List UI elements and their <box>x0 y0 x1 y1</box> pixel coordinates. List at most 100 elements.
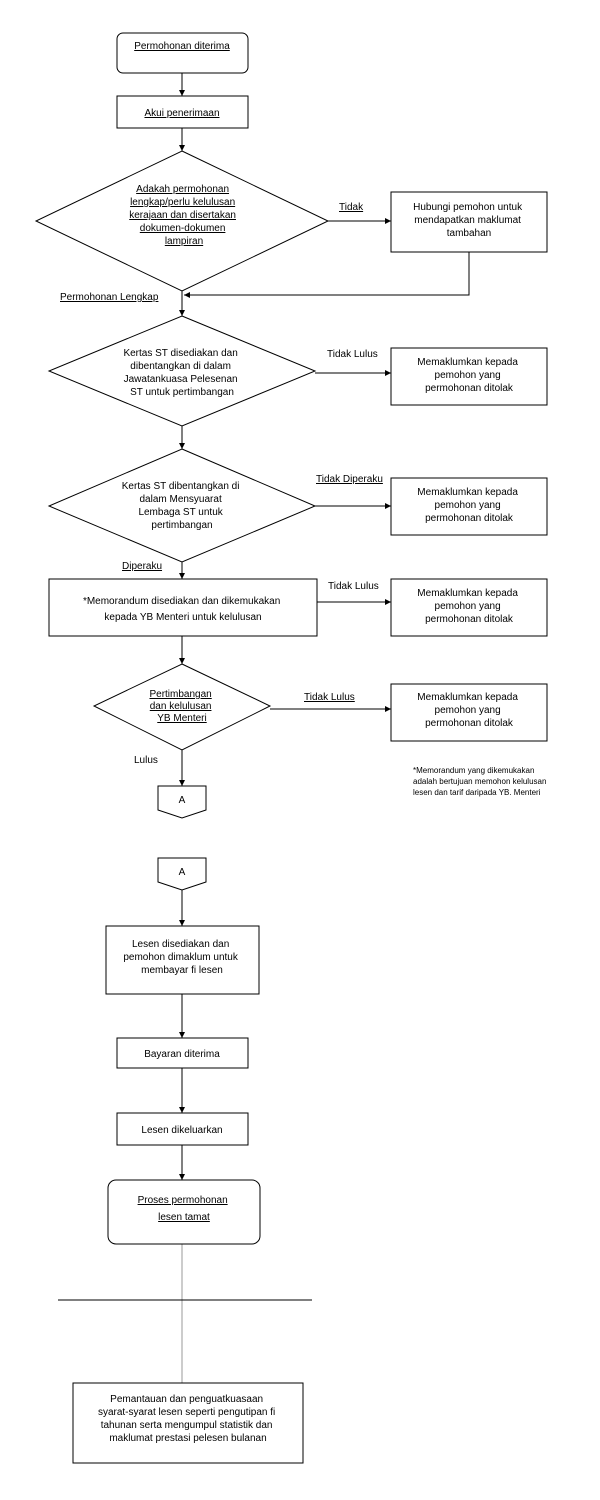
d4-text-line: Pertimbangan <box>149 689 211 700</box>
reject-box-4 <box>390 683 548 742</box>
d3-text-line: Lembaga ST untuk <box>138 507 223 518</box>
memo-box <box>48 578 318 637</box>
memo-text-line: kepada YB Menteri untuk kelulusan <box>104 612 261 623</box>
memo-text: *Memorandum disediakan dan dikemukakan k… <box>83 596 283 623</box>
reject-text-4: Memaklumkan kepada pemohon yang permohon… <box>417 692 520 729</box>
reject-box-1 <box>390 347 548 406</box>
license-box <box>105 925 260 995</box>
end-text: Proses permohonan lesen tamat <box>138 1195 231 1223</box>
reject-text-3: Memaklumkan kepada pemohon yang permohon… <box>417 588 520 625</box>
contact-text-line: mendapatkan maklumat <box>414 215 521 226</box>
shapes <box>34 32 548 1464</box>
issued-box <box>116 1112 249 1146</box>
ack-text-line: Akui penerimaan <box>144 108 219 119</box>
edge-labels: Tidak Permohonan Lengkap Tidak Lulus Tid… <box>60 202 383 766</box>
monitoring-text-line: maklumat prestasi pelesen bulanan <box>109 1433 266 1444</box>
reject-text-line: pemohon yang <box>435 705 501 716</box>
d4-text: Pertimbangan dan kelulusan YB Menteri <box>149 689 214 724</box>
payment-text-line: Bayaran diterima <box>144 1049 220 1060</box>
arrow-contact-return <box>184 252 470 298</box>
label-permohonan-lengkap: Permohonan Lengkap <box>60 292 159 303</box>
offpage-connector-1 <box>157 785 207 819</box>
reject-text-line: pemohon yang <box>435 370 501 381</box>
ack-box <box>116 95 249 129</box>
memo-footnote: *Memorandum yang dikemukakan adalah bert… <box>413 766 549 797</box>
footnote-line: lesen dan tarif daripada YB. Menteri <box>413 788 541 797</box>
d4-text-line: dan kelulusan <box>150 701 212 712</box>
license-text-line: pemohon dimaklum untuk <box>123 952 239 963</box>
payment-box <box>116 1037 249 1069</box>
reject-text-line: permohonan ditolak <box>425 614 514 625</box>
end-text-line: lesen tamat <box>158 1212 210 1223</box>
reject-text-line: Memaklumkan kepada <box>417 487 518 498</box>
reject-text-line: permohonan ditolak <box>425 513 514 524</box>
label-tidak-diperaku: Tidak Diperaku <box>316 474 383 485</box>
contact-box <box>390 191 548 253</box>
node-texts: Permohonan diterima Akui penerimaan Adak… <box>83 41 525 1444</box>
contact-text-line: tambahan <box>447 228 491 239</box>
monitoring-text-line: Pemantauan dan penguatkuasaan <box>110 1394 263 1405</box>
d1-text-line: lampiran <box>165 236 203 247</box>
label-lulus: Lulus <box>134 755 158 766</box>
connector-text-2: A <box>179 867 186 878</box>
decision-committee <box>47 315 317 427</box>
issued-text: Lesen dikeluarkan <box>141 1125 222 1136</box>
footnote-line: adalah bertujuan memohon kelulusan <box>413 777 546 786</box>
monitoring-text-line: tahunan serta mengumpul statistik dan <box>101 1420 273 1431</box>
license-text-line: membayar fi lesen <box>141 965 223 976</box>
decision-complete <box>34 150 330 292</box>
reject-text-line: Memaklumkan kepada <box>417 357 518 368</box>
offpage-connector-2 <box>157 857 207 891</box>
license-text: Lesen disediakan dan pemohon dimaklum un… <box>123 939 240 976</box>
reject-text-line: permohonan ditolak <box>425 383 514 394</box>
label-diperaku: Diperaku <box>122 561 162 572</box>
reject-text-2: Memaklumkan kepada pemohon yang permohon… <box>417 487 520 524</box>
decision-minister <box>92 663 272 751</box>
reject-text-line: pemohon yang <box>435 500 501 511</box>
issued-text-line: Lesen dikeluarkan <box>141 1125 222 1136</box>
footnote-line: *Memorandum yang dikemukakan <box>413 766 534 775</box>
contact-text-line: Hubungi pemohon untuk <box>413 202 523 213</box>
d2-text-line: Kertas ST disediakan dan <box>123 348 237 359</box>
d3-text-line: pertimbangan <box>151 520 212 531</box>
d3-text: Kertas ST dibentangkan di dalam Mensyuar… <box>122 481 242 531</box>
monitoring-box <box>72 1382 304 1464</box>
end-terminator <box>107 1179 261 1245</box>
reject-text-line: permohonan ditolak <box>425 718 514 729</box>
ack-text: Akui penerimaan <box>144 108 219 119</box>
d1-text: Adakah permohonan lengkap/perlu kelulusa… <box>129 184 239 247</box>
d1-text-line: Adakah permohonan <box>136 184 229 195</box>
d1-text-line: dokumen-dokumen <box>140 223 226 234</box>
connector-label: A <box>179 867 186 878</box>
reject-text-1: Memaklumkan kepada pemohon yang permohon… <box>417 357 520 394</box>
payment-text: Bayaran diterima <box>144 1049 220 1060</box>
connectors <box>58 73 470 1383</box>
d2-text-line: Jawatankuasa Pelesenan <box>124 374 238 385</box>
connector-label: A <box>179 795 186 806</box>
decision-board <box>47 448 317 563</box>
monitoring-text: Pemantauan dan penguatkuasaan syarat-sya… <box>98 1394 278 1444</box>
d2-text: Kertas ST disediakan dan dibentangkan di… <box>123 348 240 398</box>
end-text-line: Proses permohonan <box>138 1195 228 1206</box>
d2-text-line: dibentangkan di dalam <box>130 361 231 372</box>
reject-box-3 <box>390 578 548 637</box>
reject-box-2 <box>390 477 548 536</box>
start-terminator <box>116 32 249 74</box>
d1-text-line: lengkap/perlu kelulusan <box>130 197 235 208</box>
start-text: Permohonan diterima <box>134 41 230 52</box>
d1-text-line: kerajaan dan disertakan <box>129 210 236 221</box>
contact-text: Hubungi pemohon untuk mendapatkan maklum… <box>413 202 525 239</box>
license-text-line: Lesen disediakan dan <box>132 939 229 950</box>
d3-text-line: Kertas ST dibentangkan di <box>122 481 240 492</box>
monitoring-text-line: syarat-syarat lesen seperti pengutipan f… <box>98 1407 275 1418</box>
d2-text-line: ST untuk pertimbangan <box>130 387 234 398</box>
d4-text-line: YB Menteri <box>157 713 206 724</box>
d3-text-line: dalam Mensyuarat <box>139 494 221 505</box>
reject-text-line: Memaklumkan kepada <box>417 692 518 703</box>
label-tidak-lulus-2: Tidak Lulus <box>328 581 379 592</box>
connector-text-1: A <box>179 795 186 806</box>
reject-text-line: Memaklumkan kepada <box>417 588 518 599</box>
label-tidak-lulus-1: Tidak Lulus <box>327 349 378 360</box>
start-text-line: Permohonan diterima <box>134 41 230 52</box>
